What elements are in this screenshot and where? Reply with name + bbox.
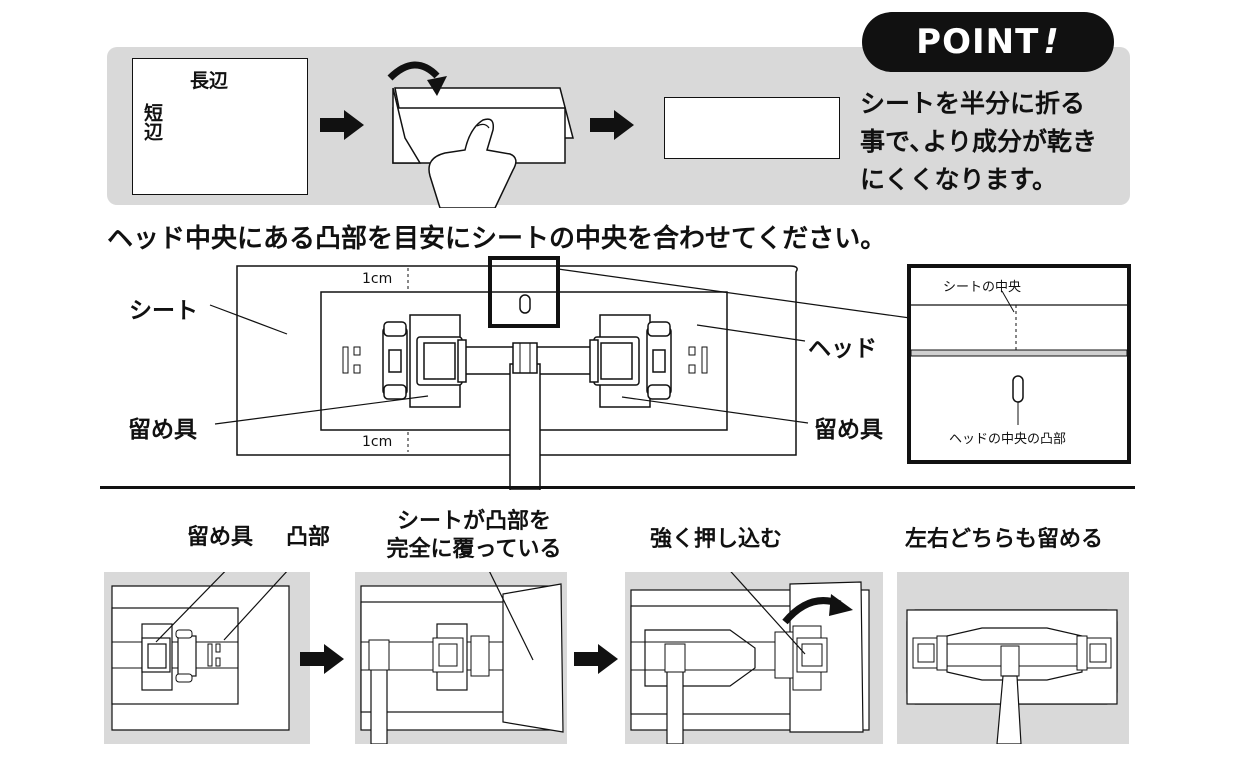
head-sheet-diagram <box>209 256 1131 490</box>
clip-label-left: 留め具 <box>128 417 197 443</box>
sheet-label: シート <box>129 298 198 324</box>
step4-caption: 左右どちらも留める <box>905 527 1104 552</box>
margin-label-top: 1cm <box>362 271 393 287</box>
arrow-right-icon <box>590 110 634 140</box>
arrow-right-icon <box>320 110 364 140</box>
step1-panel <box>104 572 310 744</box>
point-badge-text: POINT <box>916 22 1040 62</box>
sheet-rectangle <box>132 58 308 195</box>
instruction-text: ヘッド中央にある凸部を目安にシートの中央を合わせてください。 <box>107 224 887 254</box>
point-line: シートを半分に折る <box>860 89 1086 118</box>
zoom-sheet-center-label: シートの中央 <box>943 280 1022 295</box>
point-text: シートを半分に折る 事で､より成分が乾き にくくなります。 <box>860 85 1097 199</box>
folding-sheet-illustration <box>387 61 574 208</box>
step3-panel <box>625 572 883 744</box>
zoom-head-bump-label: ヘッドの中央の凸部 <box>949 432 1067 447</box>
margin-label-bottom: 1cm <box>362 434 393 450</box>
arrow-right-icon <box>574 644 618 674</box>
head-label: ヘッド <box>808 336 877 362</box>
section-divider <box>100 486 1135 489</box>
step2-caption: シートが凸部を 完全に覆っている <box>374 508 574 564</box>
point-exclaim: ! <box>1043 22 1060 62</box>
short-side-label: 短辺 <box>141 103 163 141</box>
step1-caption-bump: 凸部 <box>286 525 331 550</box>
point-badge: POINT ! <box>862 12 1114 72</box>
long-side-label: 長辺 <box>190 70 229 92</box>
arrow-right-icon <box>300 644 344 674</box>
point-line: 事で､より成分が乾き <box>860 127 1098 156</box>
folded-sheet <box>664 97 840 159</box>
step4-panel <box>897 572 1129 744</box>
step2-caption-line: 完全に覆っている <box>386 537 562 562</box>
step3-caption: 強く押し込む <box>650 527 783 552</box>
clip-label-right: 留め具 <box>814 417 883 443</box>
step2-caption-line: シートが凸部を <box>396 509 551 534</box>
step2-panel <box>355 572 567 744</box>
step1-caption-clip: 留め具 <box>187 525 254 550</box>
point-line: にくくなります。 <box>860 165 1058 194</box>
